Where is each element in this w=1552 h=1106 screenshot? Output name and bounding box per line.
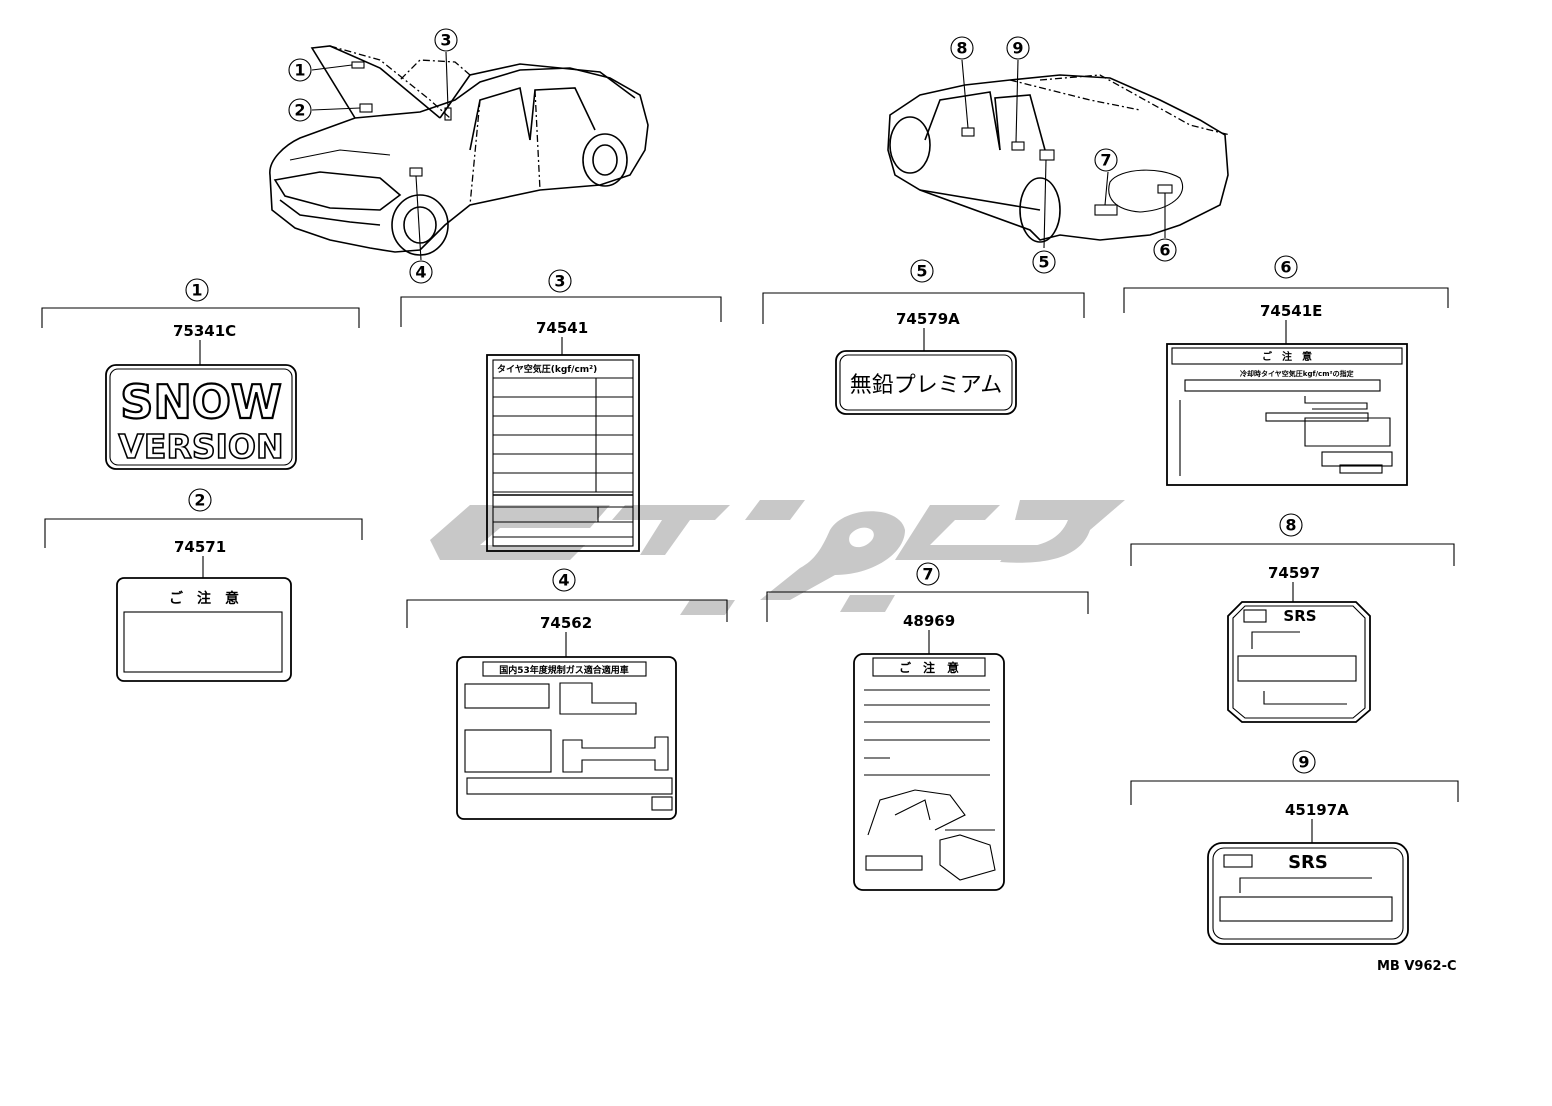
front-car-illustration	[269, 45, 649, 261]
rear-car-illustration	[887, 59, 1231, 249]
label-2-heading: ご 注 意	[169, 590, 239, 607]
callout-8-top: 8	[956, 39, 967, 58]
snow-text: SNOW	[120, 375, 281, 429]
rear-callouts: 8 9 7 5 6	[950, 36, 1177, 274]
label-5-text: 無鉛プレミアム	[850, 373, 1002, 398]
part-number-74597: 74597	[1268, 564, 1320, 582]
callout-7: 7	[922, 565, 933, 584]
front-callouts: 1 2 3 4	[288, 28, 458, 284]
label-7-heading: ご 注 意	[899, 660, 959, 675]
callout-4: 4	[558, 571, 569, 590]
label-6-group: 6 74541E ご 注 意 冷却時タイヤ空気圧kgf/cm²の指定	[1123, 255, 1449, 486]
diagram-code: MB V962-C	[1377, 959, 1457, 974]
label-6-subheading: 冷却時タイヤ空気圧kgf/cm²の指定	[1240, 369, 1354, 378]
label-4-group: 4 74562 国内53年度規制ガス適合適用車	[406, 568, 728, 820]
label-8-group: 8 74597 SRS	[1130, 513, 1455, 723]
label-3-heading: タイヤ空気圧(kgf/cm²)	[497, 363, 597, 375]
label-5-group: 5 74579A 無鉛プレミアム	[762, 259, 1085, 415]
label-3-group: 3 74541 タイヤ空気圧(kgf/cm²)	[400, 269, 722, 552]
label-6-heading: ご 注 意	[1262, 350, 1312, 363]
callout-9: 9	[1298, 753, 1309, 772]
part-number-45197A: 45197A	[1285, 801, 1349, 819]
part-number-74562: 74562	[540, 614, 592, 632]
callout-7-top: 7	[1100, 151, 1111, 170]
callout-5: 5	[916, 262, 927, 281]
callout-8: 8	[1285, 516, 1296, 535]
callout-3-top: 3	[440, 31, 451, 50]
label-9-group: 9 45197A SRS	[1130, 750, 1459, 945]
part-number-74571: 74571	[174, 538, 226, 556]
callout-6-top: 6	[1159, 241, 1170, 260]
label-8-text: SRS	[1283, 607, 1316, 625]
watermark	[430, 500, 1125, 615]
callout-1: 1	[191, 281, 202, 300]
callout-2: 2	[194, 491, 205, 510]
callout-1-top: 1	[294, 61, 305, 80]
callout-4-top: 4	[415, 263, 426, 282]
label-7-group: 7 48969 ご 注 意	[766, 562, 1089, 891]
callout-2-top: 2	[294, 101, 305, 120]
callout-5-top: 5	[1038, 253, 1049, 272]
callout-3: 3	[554, 272, 565, 291]
version-text: VERSION	[118, 427, 283, 466]
callout-6: 6	[1280, 258, 1291, 277]
part-number-75341C: 75341C	[173, 322, 236, 340]
part-number-74541: 74541	[536, 319, 588, 337]
label-4-heading: 国内53年度規制ガス適合適用車	[499, 664, 629, 676]
label-9-text: SRS	[1288, 852, 1328, 873]
part-number-48969: 48969	[903, 612, 955, 630]
label-2-group: 2 74571 ご 注 意	[44, 488, 363, 682]
part-number-74541E: 74541E	[1260, 302, 1322, 320]
callout-9-top: 9	[1012, 39, 1023, 58]
label-1-group: 1 75341C SNOW VERSION	[41, 278, 360, 470]
part-number-74579A: 74579A	[896, 310, 960, 328]
